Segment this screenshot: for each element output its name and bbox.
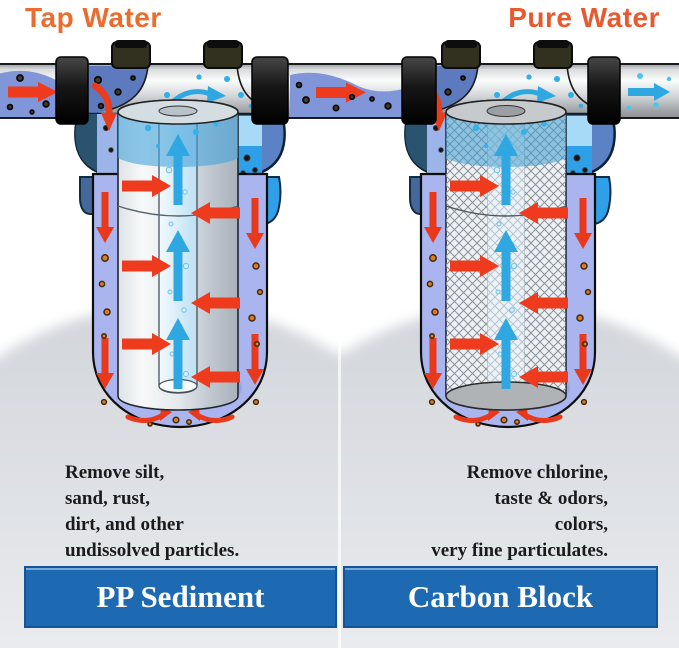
pipe-stub [203, 39, 243, 69]
pipe-collars [55, 56, 621, 125]
mid-pipe-flow [290, 72, 406, 117]
pure-water-label: Pure Water [508, 2, 660, 33]
pure-water-flow [626, 73, 672, 111]
cyan-flow-arrow [628, 88, 654, 96]
description-line: dirt, and other [65, 514, 184, 535]
carbon-block-description: Remove chlorine, taste & odors, colors, … [431, 460, 608, 564]
pp-sediment-description: Remove silt, sand, rust, dirt, and other… [65, 460, 239, 564]
panel-seam [338, 295, 341, 648]
pp-sediment-bar: PP Sediment [24, 566, 337, 628]
tap-water-flow [0, 70, 70, 117]
red-flow-arrow [8, 86, 38, 98]
description-line: colors, [554, 514, 608, 535]
description-line: Remove chlorine, [466, 462, 608, 483]
pipe-stub [441, 39, 481, 69]
description-line: very fine particulates. [431, 540, 608, 561]
pipe-stub [533, 39, 573, 69]
tap-water-label: Tap Water [25, 2, 162, 33]
bubble-dots [626, 73, 672, 111]
pipe-stub [111, 39, 151, 69]
description-line: undissolved particles. [65, 540, 240, 561]
particle-dots [295, 81, 392, 112]
red-flow-arrow [316, 87, 346, 98]
description-line: Remove silt, [65, 462, 165, 483]
description-line: taste & odors, [494, 488, 608, 509]
description-line: sand, rust, [65, 488, 150, 509]
carbon-block-bar: Carbon Block [343, 566, 658, 628]
